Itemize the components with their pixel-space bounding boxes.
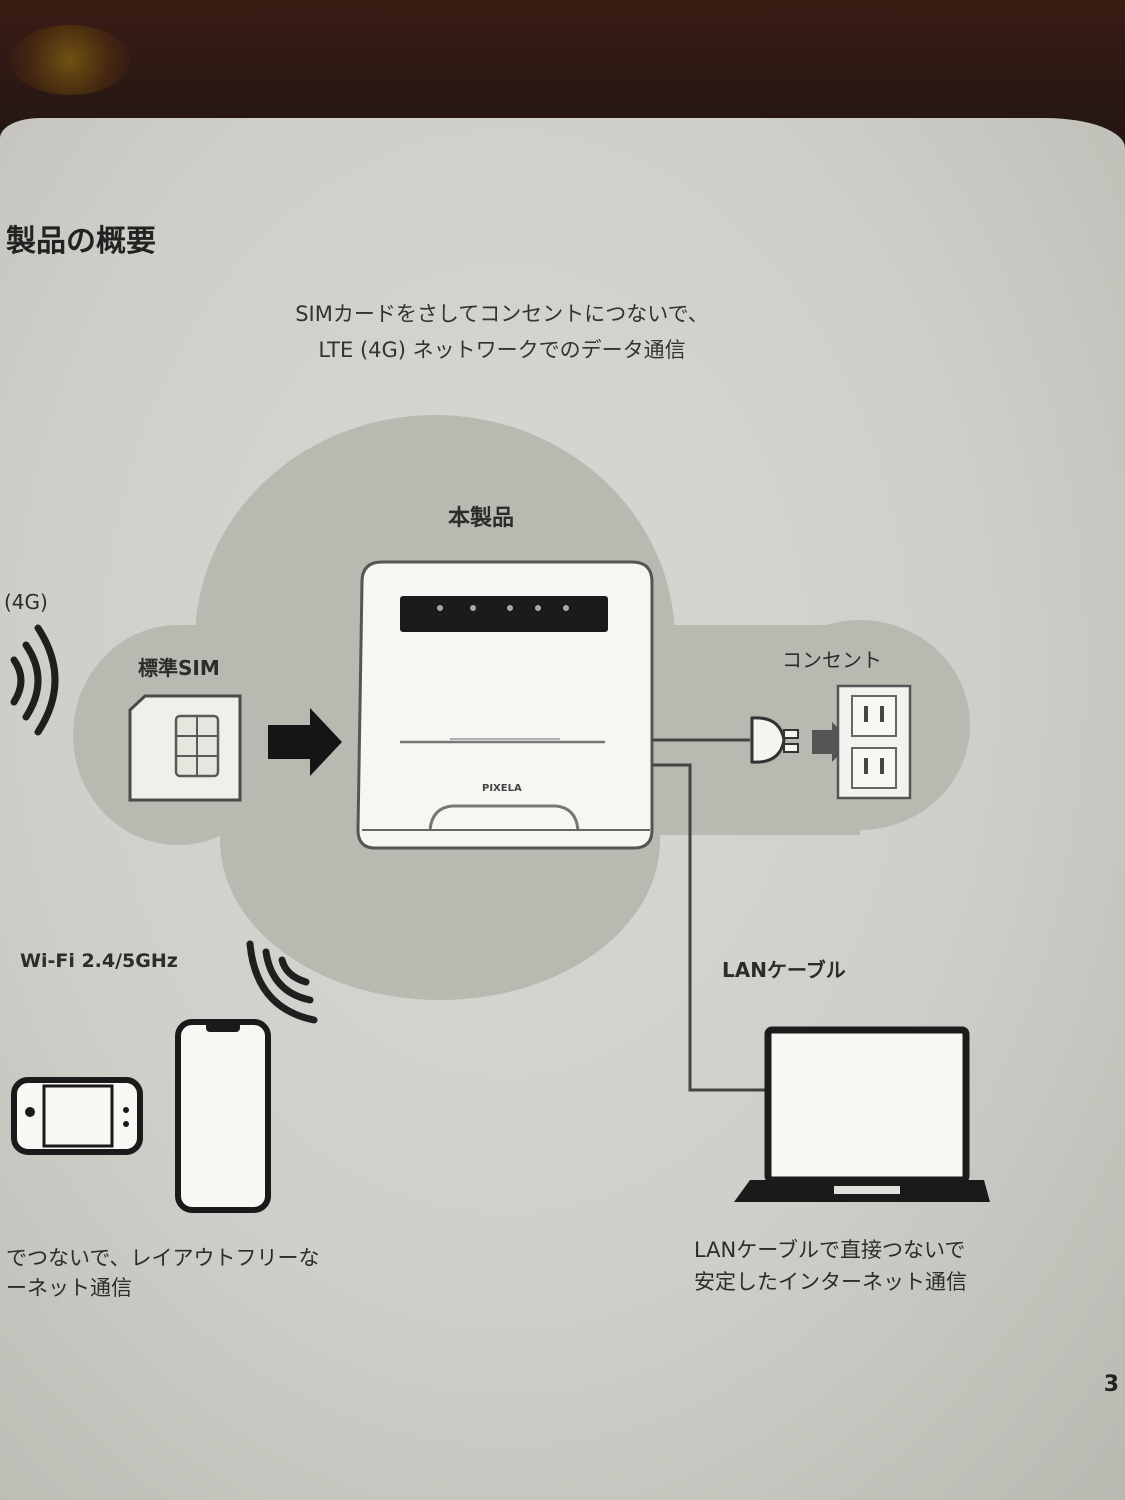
sim-card-icon xyxy=(128,694,242,802)
smartphone-icon xyxy=(175,1019,271,1213)
wifi-label: Wi-Fi 2.4/5GHz xyxy=(20,950,178,972)
product-label: 本製品 xyxy=(448,506,515,531)
intro-line-1: SIMカードをさしてコンセントにつないで、 xyxy=(295,302,709,326)
signal-waves-icon xyxy=(10,624,59,736)
outlet-label: コンセント xyxy=(782,648,882,672)
wifi-note-line-1: でつないで、レイアウトフリーな xyxy=(6,1246,320,1270)
router-brand: PIXELA xyxy=(482,783,522,794)
wall-outlet-icon xyxy=(836,684,912,800)
wifi-note-line-2: ーネット通信 xyxy=(6,1276,132,1300)
router-icon xyxy=(356,560,654,850)
lan-cable-label: LANケーブル xyxy=(722,958,846,982)
laptop-icon xyxy=(734,1026,990,1202)
arrow-right-icon xyxy=(268,708,342,776)
background-blur xyxy=(10,25,130,95)
lan-note-line-1: LANケーブルで直接つないで xyxy=(694,1238,966,1262)
intro-line-2: LTE (4G) ネットワークでのデータ通信 xyxy=(318,338,686,362)
section-title: 製品の概要 xyxy=(6,224,156,259)
lte-label-fragment: (4G) xyxy=(4,590,48,614)
page-number: 3 xyxy=(1103,1372,1119,1397)
lan-cable xyxy=(652,763,768,1092)
lan-note-line-2: 安定したインターネット通信 xyxy=(694,1270,967,1294)
sim-label: 標準SIM xyxy=(138,656,220,680)
game-console-icon xyxy=(11,1077,143,1155)
wifi-waves-icon xyxy=(246,940,318,1024)
plug-icon xyxy=(750,716,799,764)
